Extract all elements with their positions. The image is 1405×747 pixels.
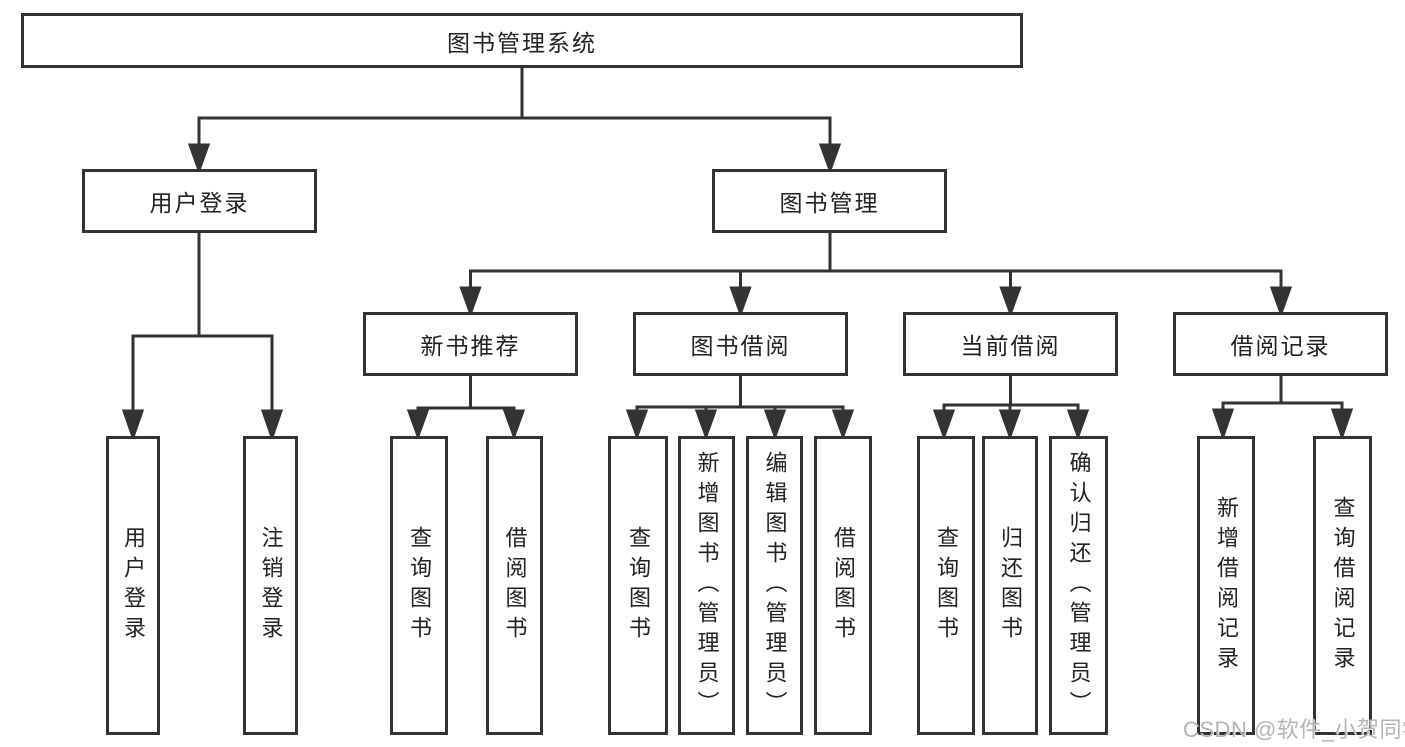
node-book-management-label: 图书管理 [779, 190, 880, 216]
node-book-management: 图书管理 [712, 169, 947, 233]
leaf-borrow-query-books: 查询图书 [608, 436, 668, 735]
leaf-borrow-books-label: 借阅图书 [831, 525, 856, 646]
leaf-add-borrow-record: 新增借阅记录 [1197, 436, 1255, 735]
leaf-return-books-label: 归还图书 [998, 525, 1023, 646]
leaf-recommend-borrow-books: 借阅图书 [486, 436, 543, 735]
leaf-current-query-books: 查询图书 [917, 436, 975, 735]
node-borrow-records: 借阅记录 [1173, 312, 1388, 376]
leaf-current-query-books-label: 查询图书 [934, 525, 959, 646]
connector-borrow-records [1211, 376, 1354, 441]
leaf-recommend-query-books: 查询图书 [390, 436, 448, 735]
leaf-edit-books-admin-label: 编辑图书（管理员） [762, 450, 788, 721]
leaf-borrow-books: 借阅图书 [814, 436, 872, 735]
node-current-borrow: 当前借阅 [903, 312, 1118, 376]
node-root: 图书管理系统 [21, 13, 1023, 68]
leaf-add-borrow-record-label: 新增借阅记录 [1214, 495, 1239, 676]
csdn-watermark: CSDN @软件_小贺同学 [1183, 717, 1405, 742]
leaf-user-login: 用户登录 [106, 436, 160, 735]
leaf-edit-books-admin: 编辑图书（管理员） [746, 436, 803, 735]
leaf-query-borrow-record-label: 查询借阅记录 [1330, 495, 1356, 676]
leaf-confirm-return-admin-label: 确认归还（管理员） [1066, 450, 1092, 721]
leaf-user-login-label: 用户登录 [121, 525, 146, 646]
node-current-borrow-label: 当前借阅 [960, 333, 1061, 359]
leaf-recommend-borrow-books-label: 借阅图书 [502, 525, 528, 646]
leaf-logout-label: 注销登录 [258, 525, 284, 646]
node-root-label: 图书管理系统 [447, 29, 597, 56]
node-new-book-recommend: 新书推荐 [363, 312, 578, 376]
node-book-borrow-label: 图书借阅 [690, 333, 791, 359]
leaf-borrow-query-books-label: 查询图书 [626, 525, 651, 646]
connector-user-login [121, 233, 284, 442]
connector-book-borrow [625, 376, 855, 441]
connector-current-borrow [932, 376, 1090, 441]
node-new-book-recommend-label: 新书推荐 [420, 333, 521, 359]
leaf-return-books: 归还图书 [982, 436, 1038, 735]
node-user-login: 用户登录 [82, 169, 317, 233]
leaf-query-borrow-record: 查询借阅记录 [1313, 436, 1372, 735]
leaf-add-books-admin: 新增图书（管理员） [678, 436, 735, 735]
leaf-recommend-query-books-label: 查询图书 [407, 525, 432, 646]
connector-new-book-recommend [406, 376, 526, 441]
leaf-add-books-admin-label: 新增图书（管理员） [694, 450, 720, 721]
leaf-logout: 注销登录 [243, 436, 298, 735]
node-book-borrow: 图书借阅 [633, 312, 848, 376]
node-user-login-label: 用户登录 [149, 190, 250, 216]
node-borrow-records-label: 借阅记录 [1230, 333, 1331, 359]
leaf-confirm-return-admin: 确认归还（管理员） [1049, 436, 1108, 735]
connector-book-management [459, 233, 1293, 318]
connector-root [187, 68, 842, 175]
